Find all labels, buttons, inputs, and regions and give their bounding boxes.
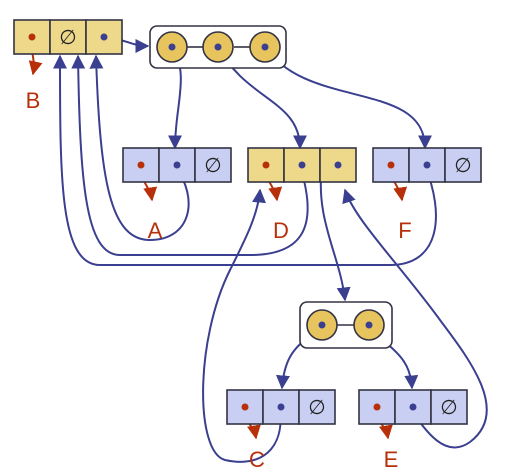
record-f-null-symbol: ∅ <box>454 153 471 177</box>
record-e-cell-3 <box>430 389 468 425</box>
record-c-cell-3 <box>298 389 336 425</box>
top-record-pointer-dot <box>100 33 108 41</box>
record-a: ∅ <box>122 147 232 183</box>
record-a-cell-2 <box>158 147 196 183</box>
edge-f-to-top <box>53 54 437 266</box>
record-c: ∅ <box>226 389 336 425</box>
label-e: E <box>384 447 399 472</box>
bottom-sequence <box>299 301 393 349</box>
label-a: A <box>148 218 163 243</box>
record-f: ∅ <box>372 147 482 183</box>
label-b: B <box>26 88 41 113</box>
record-c-null-symbol: ∅ <box>308 395 325 419</box>
record-a-cell-3 <box>194 147 232 183</box>
record-d <box>247 147 357 183</box>
record-e: ∅ <box>358 389 468 425</box>
edge-d-to-sequence <box>319 165 351 302</box>
edge-a-to-top <box>89 54 190 242</box>
edge-seq-to-f <box>264 45 432 150</box>
top-record-null-symbol: ∅ <box>59 25 76 49</box>
edge-c-to-d <box>202 188 282 463</box>
edge-e-to-d <box>342 188 488 449</box>
record-a-null-symbol: ∅ <box>204 153 221 177</box>
top-record-ref-dot <box>28 33 36 41</box>
label-f: F <box>398 218 411 243</box>
record-e-null-symbol: ∅ <box>440 395 457 419</box>
top-record: ∅ <box>13 19 123 55</box>
edge-d-to-top <box>71 54 309 256</box>
top-sequence <box>149 25 287 69</box>
label-c: C <box>249 447 265 472</box>
record-f-cell-3 <box>444 147 482 183</box>
label-d: D <box>273 218 289 243</box>
top-record-cell-2 <box>49 19 87 55</box>
